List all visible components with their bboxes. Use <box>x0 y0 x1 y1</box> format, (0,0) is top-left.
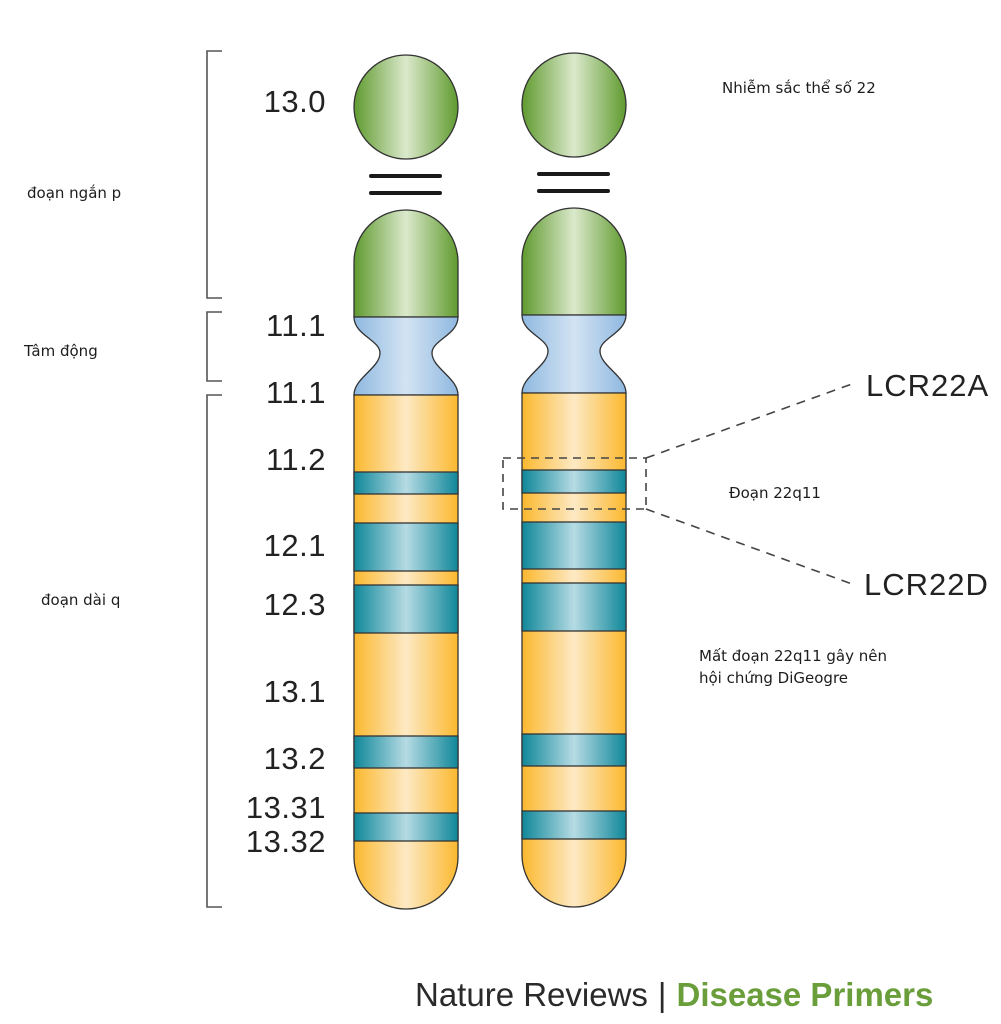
chromosome-22-highlighted <box>502 52 853 908</box>
leader-line-lcr22a <box>645 383 853 459</box>
bracket-centromere <box>206 311 222 382</box>
centromere <box>521 314 627 394</box>
publisher-name: Nature Reviews <box>415 976 648 1013</box>
band-label-q13-32: 13.32 <box>245 824 326 859</box>
label-centromere: Tâm động <box>24 342 98 360</box>
series-name: Disease Primers <box>676 976 934 1013</box>
deletion-note: Mất đoạn 22q11 gây nên hội chứng DiGeogr… <box>699 645 887 689</box>
bracket-p-arm <box>206 50 222 299</box>
band-label-q13-2: 13.2 <box>263 741 326 776</box>
credit-separator: | <box>657 976 667 1013</box>
p-arm-tip <box>521 52 627 158</box>
band-label-q12-1: 12.1 <box>263 528 326 563</box>
band-label-q13-31: 13.31 <box>245 790 326 825</box>
band-q12-1-dark <box>353 522 459 572</box>
band-label-q11-2: 11.2 <box>265 442 326 477</box>
journal-credit: Nature Reviews|Disease Primers <box>415 976 933 1014</box>
band-q13-31-dark <box>353 812 459 842</box>
centromere <box>353 316 459 396</box>
band-q12-1-dark <box>521 521 627 570</box>
band-q12-3-dark <box>353 584 459 634</box>
band-label-p11-1: 11.1 <box>265 308 326 343</box>
deletion-note-line-2: hội chứng DiGeogre <box>699 669 849 687</box>
p-arm-tip <box>353 54 459 160</box>
band-q11-2-dark <box>353 471 459 495</box>
band-label-p13: 13.0 <box>263 84 326 119</box>
band-label-q13-1: 13.1 <box>263 674 326 709</box>
p-arm-upper <box>521 207 627 316</box>
band-q13-31-dark <box>521 810 627 840</box>
band-label-q11-1: 11.1 <box>265 375 326 410</box>
leader-line-lcr22d <box>645 508 853 585</box>
band-q13-2-dark <box>353 735 459 769</box>
band-q12-3-dark <box>521 582 627 632</box>
segment-label: Đoạn 22q11 <box>729 484 821 502</box>
p-arm-upper <box>353 209 459 318</box>
bracket-q-arm <box>206 394 222 908</box>
chromosome-22-normal <box>353 54 459 910</box>
band-q11-2-dark <box>521 469 627 494</box>
marker-lcr22a: LCR22A <box>866 368 990 403</box>
label-q-arm: đoạn dài q <box>41 591 121 609</box>
marker-lcr22d: LCR22D <box>864 567 989 602</box>
deletion-note-line-1: Mất đoạn 22q11 gây nên <box>699 647 888 665</box>
deletion-region-box <box>502 457 647 510</box>
chromosome-title: Nhiễm sắc thể số 22 <box>722 79 876 97</box>
label-p-arm: đoạn ngắn p <box>27 184 122 202</box>
band-q13-2-dark <box>521 733 627 767</box>
band-label-q12-3: 12.3 <box>263 587 326 622</box>
